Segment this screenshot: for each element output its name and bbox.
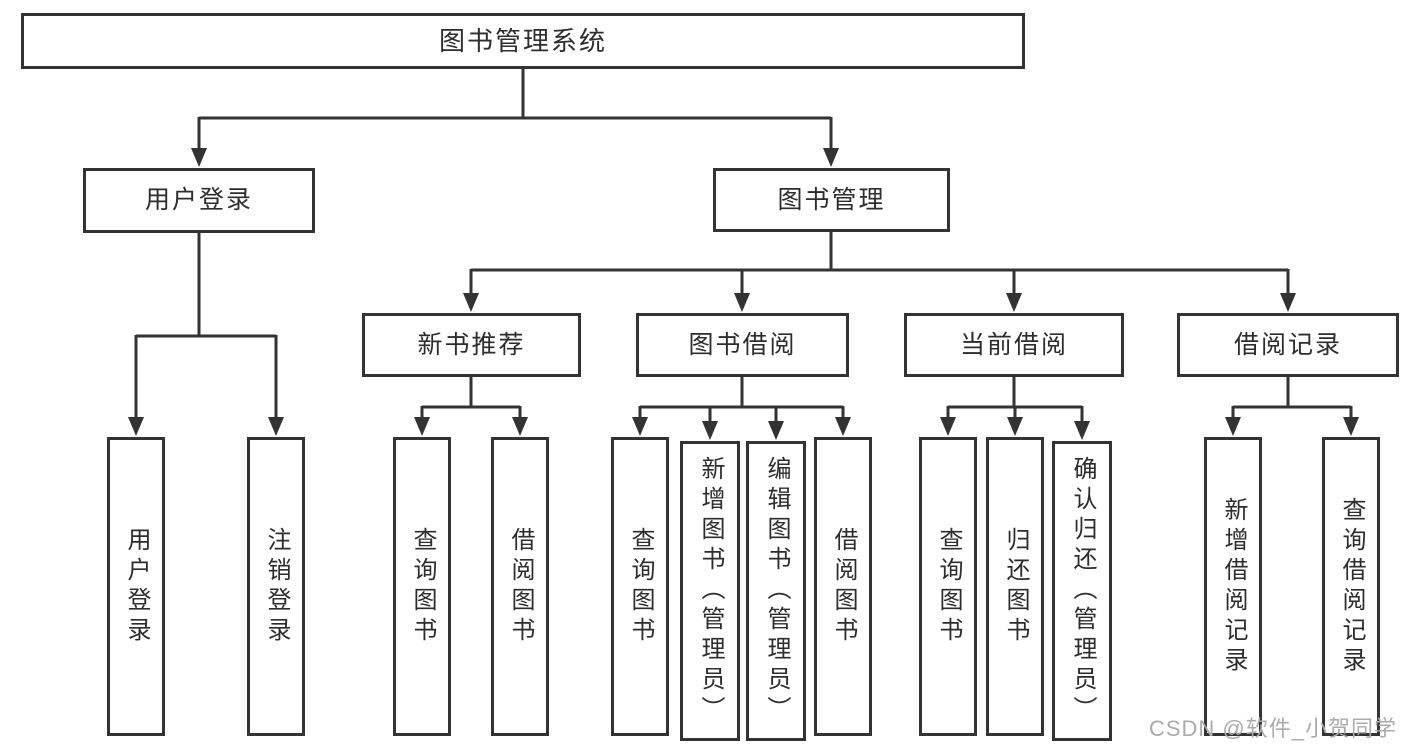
leaf-query-borrow-record: 查询借阅记录 (1322, 437, 1380, 736)
node-current-borrow: 当前借阅 (904, 313, 1124, 377)
leaf-query-book-1: 查询图书 (393, 437, 451, 736)
node-root-label: 图书管理系统 (438, 26, 607, 56)
node-borrow-record: 借阅记录 (1177, 313, 1399, 377)
node-current-borrow-label: 当前借阅 (959, 330, 1068, 359)
leaf-confirm-return: 确认归还（管理员） (1052, 441, 1112, 741)
leaf-query-book-2: 查询图书 (611, 437, 669, 736)
node-book-borrow: 图书借阅 (636, 313, 849, 377)
leaf-logout-label: 注销登录 (263, 526, 290, 647)
leaf-query-borrow-record-label: 查询借阅记录 (1338, 496, 1365, 677)
leaf-user-login: 用户登录 (107, 437, 165, 736)
leaf-logout: 注销登录 (247, 437, 305, 736)
node-book-borrow-label: 图书借阅 (688, 330, 797, 359)
node-new-book-recommend: 新书推荐 (362, 313, 581, 377)
node-user-login: 用户登录 (83, 168, 315, 233)
leaf-query-book-3: 查询图书 (919, 437, 977, 736)
node-user-login-label: 用户登录 (144, 186, 253, 214)
leaf-query-book-2-label: 查询图书 (627, 526, 654, 647)
leaf-borrow-book-1: 借阅图书 (491, 437, 549, 736)
csdn-watermark: CSDN @软件_小贺同学 (1148, 716, 1397, 741)
leaf-query-book-1-label: 查询图书 (409, 526, 436, 647)
leaf-borrow-book-2: 借阅图书 (814, 437, 872, 736)
node-book-management: 图书管理 (713, 168, 950, 232)
node-book-management-label: 图书管理 (777, 185, 886, 214)
leaf-user-login-label: 用户登录 (123, 526, 150, 647)
leaf-add-book-label: 新增图书（管理员） (697, 456, 724, 726)
leaf-add-book: 新增图书（管理员） (680, 441, 740, 741)
leaf-borrow-book-1-label: 借阅图书 (507, 526, 534, 647)
leaf-borrow-book-2-label: 借阅图书 (830, 526, 857, 647)
leaf-add-borrow-record: 新增借阅记录 (1204, 437, 1262, 736)
leaf-edit-book: 编辑图书（管理员） (746, 441, 806, 741)
leaf-edit-book-label: 编辑图书（管理员） (763, 456, 790, 726)
leaf-return-book-label: 归还图书 (1002, 526, 1029, 647)
node-new-book-recommend-label: 新书推荐 (417, 330, 526, 359)
node-root: 图书管理系统 (21, 13, 1025, 69)
leaf-return-book: 归还图书 (986, 437, 1044, 736)
leaf-add-borrow-record-label: 新增借阅记录 (1220, 496, 1247, 677)
node-borrow-record-label: 借阅记录 (1233, 330, 1342, 359)
leaf-confirm-return-label: 确认归还（管理员） (1069, 456, 1096, 726)
leaf-query-book-3-label: 查询图书 (935, 526, 962, 647)
